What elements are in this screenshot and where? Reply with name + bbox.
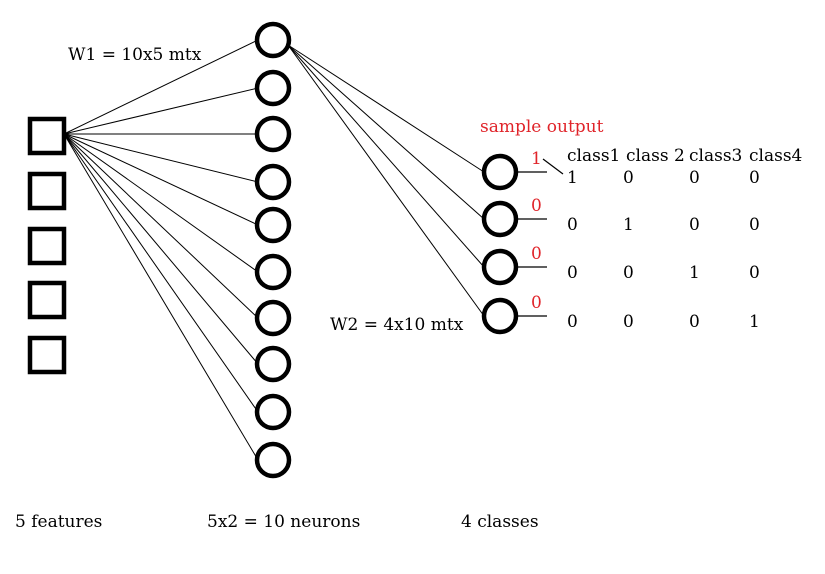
hidden-neuron [254, 115, 292, 153]
w1-edge [63, 133, 259, 183]
w1-edge [63, 133, 259, 413]
matrix-cell: 0 [689, 168, 700, 188]
matrix-cell: 1 [623, 215, 634, 235]
w2-label: W2 = 4x10 mtx [330, 315, 464, 335]
w1-edge [63, 133, 259, 319]
sample-output-label: sample output [480, 117, 604, 137]
w1-label: W1 = 10x5 mtx [68, 45, 202, 65]
matrix-cell: 0 [689, 215, 700, 235]
w1-edge [63, 133, 259, 461]
sample-value: 0 [531, 244, 542, 264]
output-neuron [481, 248, 519, 286]
hidden-neuron [254, 69, 292, 107]
hidden-neuron [254, 253, 292, 291]
edges [63, 39, 485, 461]
hidden-neuron [254, 163, 292, 201]
w2-edge [287, 44, 485, 173]
w1-edge [63, 133, 259, 226]
output-neuron [481, 200, 519, 238]
output-layer-caption: 4 classes [461, 512, 539, 532]
output-layer [481, 153, 547, 335]
input-node [27, 226, 67, 266]
w2-edge [287, 44, 485, 268]
matrix-cell: 0 [689, 312, 700, 332]
matrix-cell: 0 [567, 263, 578, 283]
w1-edge [63, 133, 259, 273]
w2-edge [287, 44, 485, 317]
w1-edge [63, 133, 259, 365]
sample-value: 0 [531, 196, 542, 216]
hidden-neuron [254, 393, 292, 431]
hidden-layer-caption: 5x2 = 10 neurons [207, 512, 360, 532]
w1-edge [63, 87, 259, 135]
w1-edge [63, 39, 259, 135]
class-header-3: class3 [689, 146, 742, 166]
output-neuron [481, 297, 519, 335]
input-node [27, 116, 67, 156]
output-neuron [481, 153, 519, 191]
matrix-cell: 1 [689, 263, 700, 283]
input-node [27, 280, 67, 320]
hidden-neuron [254, 345, 292, 383]
w2-edge [287, 44, 485, 220]
matrix-cell: 0 [567, 215, 578, 235]
matrix-cell: 0 [567, 312, 578, 332]
matrix-cell: 0 [623, 312, 634, 332]
hidden-neuron [254, 299, 292, 337]
class-header-4: class4 [749, 146, 802, 166]
sample-value: 1 [531, 149, 542, 169]
hidden-neuron [254, 206, 292, 244]
matrix-cell: 1 [749, 312, 760, 332]
sample-values: 1 0 0 0 [531, 149, 542, 313]
hidden-layer [254, 21, 292, 479]
input-layer [27, 116, 67, 375]
hidden-neuron [254, 21, 292, 59]
matrix-cell: 0 [749, 168, 760, 188]
sample-pointer-line [542, 158, 564, 175]
one-hot-matrix: 1 0 0 0 0 1 0 0 0 0 1 0 0 0 0 1 [567, 168, 760, 332]
input-node [27, 171, 67, 211]
hidden-neuron [254, 441, 292, 479]
class-header-2: class 2 [626, 146, 685, 166]
matrix-cell: 0 [623, 263, 634, 283]
sample-value: 0 [531, 293, 542, 313]
matrix-cell: 1 [567, 168, 578, 188]
class-header-1: class1 [567, 146, 620, 166]
matrix-cell: 0 [749, 215, 760, 235]
matrix-cell: 0 [623, 168, 634, 188]
input-node [27, 335, 67, 375]
matrix-cell: 0 [749, 263, 760, 283]
input-layer-caption: 5 features [15, 512, 102, 532]
